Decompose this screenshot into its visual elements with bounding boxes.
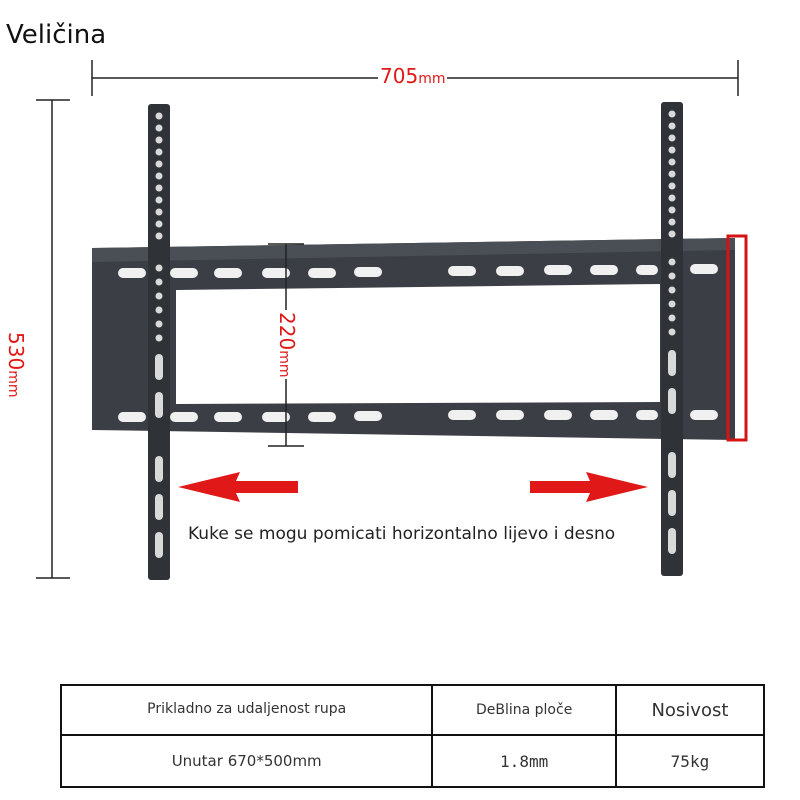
height-dimension-label: 530mm (4, 330, 28, 400)
value-load-capacity: 75kg (614, 734, 766, 788)
right-arrow-icon (530, 472, 648, 502)
header-hole-distance: Prikladno za udaljenost rupa (59, 684, 434, 736)
page-title: Veličina (6, 20, 107, 50)
right-vertical-arm (661, 102, 683, 576)
value-hole-distance: Unutar 670*500mm (59, 734, 434, 788)
movement-caption: Kuke se mogu pomicati horizontalno lijev… (188, 524, 616, 544)
inner-span-dimension-label: 220mm (275, 310, 299, 380)
value-plate-thickness: 1.8mm (431, 734, 617, 788)
specs-table: Prikladno za udaljenost rupa DeBlina plo… (59, 684, 766, 788)
header-plate-thickness: DeBlina ploče (431, 684, 617, 736)
specs-value-row: Unutar 670*500mm 1.8mm 75kg (59, 734, 766, 788)
left-vertical-arm (148, 104, 170, 580)
specs-header-row: Prikladno za udaljenost rupa DeBlina plo… (59, 684, 766, 736)
header-load-capacity: Nosivost (614, 684, 766, 736)
height-dimension-line (36, 99, 70, 579)
wall-plate (92, 238, 735, 440)
width-dimension-label: 705mm (378, 64, 448, 88)
left-arrow-icon (178, 472, 298, 502)
plate-thickness-highlight (726, 234, 748, 442)
